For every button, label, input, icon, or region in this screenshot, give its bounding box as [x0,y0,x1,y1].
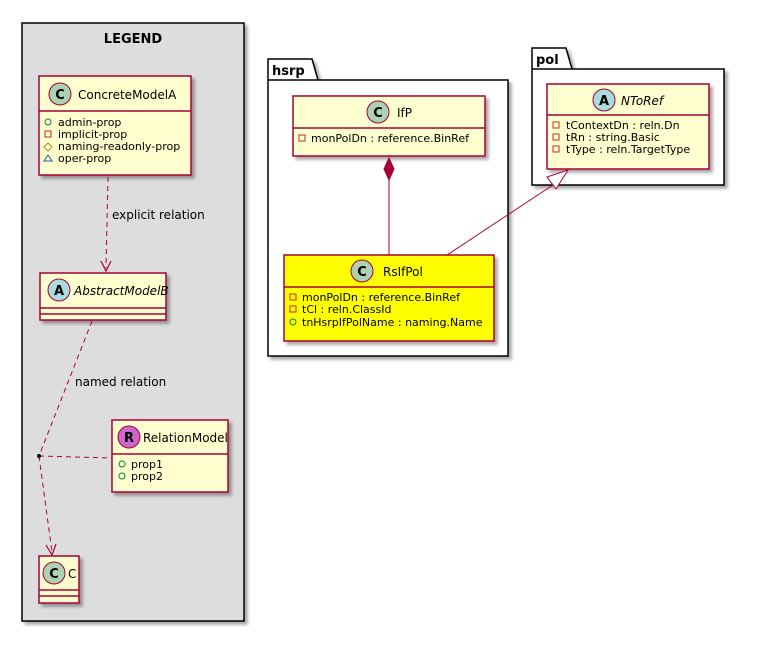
stereotype-letter: A [54,284,64,299]
class-name: IfP [397,106,412,120]
relation-stereotype-icon [117,425,141,449]
class-name: RelationModel [143,431,228,445]
prop-ttype: tType : reln.TargetType [566,143,690,156]
stereotype-letter: A [599,94,609,109]
visibility-private-icon [552,145,560,153]
prop-tnhsrpifpolname: tnHsrpIfPolName : naming.Name [302,316,483,329]
association-point [37,454,41,458]
stereotype-letter: C [55,88,65,103]
prop-admin: admin-prop [58,116,121,129]
visibility-private-icon [552,121,560,129]
legend-c-class[interactable]: C C [38,555,80,604]
class-name: NToRef [621,94,665,108]
visibility-private-icon [289,305,297,313]
visibility-protected-icon [43,142,53,152]
visibility-package-icon [43,154,53,162]
inheritance-arrow-icon [546,169,570,190]
prop-trn: tRn : string.Basic [566,131,660,144]
package-name: hsrp [272,64,305,79]
prop-2: prop2 [131,470,163,483]
package-name: pol [536,53,559,68]
class-stereotype-icon [366,100,390,124]
class-name: ConcreteModelA [78,88,177,102]
class-name: C [68,567,76,581]
visibility-private-icon [44,130,52,138]
stereotype-letter: C [357,265,367,280]
prop-monpoldn: monPolDn : reference.BinRef [311,132,470,145]
visibility-private-icon [289,293,297,301]
abstract-stereotype-icon [592,88,616,112]
named-relation-label: named relation [75,375,166,389]
visibility-private-icon [552,133,560,141]
abstract-stereotype-icon [47,278,71,302]
explicit-relation-label: explicit relation [112,208,205,222]
stereotype-letter: C [373,106,383,121]
prop-tcontextdn: tContextDn : reln.Dn [566,119,680,132]
class-rsifpol[interactable]: C RsIfPol monPolDn : reference.BinRef tC… [283,254,495,342]
visibility-private-icon [298,134,306,142]
visibility-public-icon [118,460,126,468]
class-ifp[interactable]: C IfP monPolDn : reference.BinRef [292,95,486,157]
prop-monpoldn: monPolDn : reference.BinRef [302,291,461,304]
visibility-public-icon [118,472,126,480]
prop-naming-readonly: naming-readonly-prop [58,140,180,153]
class-stereotype-icon [42,561,66,585]
prop-implicit: implicit-prop [58,128,127,141]
class-ntoref[interactable]: A NToRef tContextDn : reln.Dn tRn : stri… [546,83,710,170]
class-name: AbstractModelB [73,284,169,298]
explicit-relation-edge: explicit relation [100,176,205,273]
class-name: RsIfPol [383,265,423,279]
named-relation-edge: named relation [37,320,166,557]
class-stereotype-icon [48,82,72,106]
inheritance-edge [446,169,570,256]
visibility-public-icon [44,118,52,126]
legend-relation-class[interactable]: R RelationModel prop1 prop2 [111,419,229,493]
class-stereotype-icon [350,259,374,283]
legend-concrete-class[interactable]: C ConcreteModelA admin-prop implicit-pro… [38,75,192,176]
prop-tcl: tCl : reln.ClassId [302,303,392,316]
prop-oper: oper-prop [58,152,111,165]
visibility-public-icon [289,318,297,326]
stereotype-letter: C [49,567,59,582]
prop-1: prop1 [131,458,163,471]
legend-title: LEGEND [104,32,163,47]
legend-abstract-class[interactable]: A AbstractModelB [39,272,169,321]
stereotype-letter: R [124,431,134,446]
composition-edge [383,156,395,255]
composition-diamond-icon [383,156,395,182]
